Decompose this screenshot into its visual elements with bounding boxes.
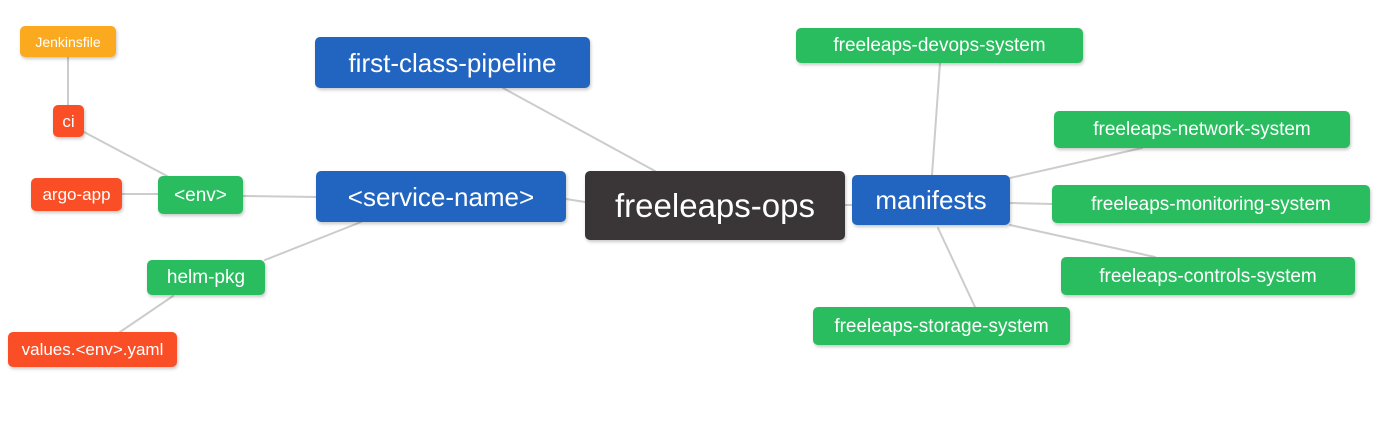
node-service-name[interactable]: <service-name> xyxy=(316,171,566,222)
node-env[interactable]: <env> xyxy=(158,176,243,214)
node-freeleaps-network-system[interactable]: freeleaps-network-system xyxy=(1054,111,1350,148)
node-jenkinsfile[interactable]: Jenkinsfile xyxy=(20,26,116,57)
edge-manifests-freeleaps-storage-system xyxy=(937,227,976,308)
edge-manifests-freeleaps-devops-system xyxy=(931,62,941,176)
node-label: freeleaps-monitoring-system xyxy=(1091,193,1331,215)
node-label: freeleaps-controls-system xyxy=(1099,265,1317,287)
edge-service-name-freeleaps-ops xyxy=(565,198,586,203)
node-freeleaps-ops[interactable]: freeleaps-ops xyxy=(585,171,845,240)
edge-values-env-yaml-helm-pkg xyxy=(119,295,174,333)
node-label: <env> xyxy=(174,184,227,206)
node-label: helm-pkg xyxy=(166,267,246,288)
node-label: argo-app xyxy=(42,185,111,204)
node-label: manifests xyxy=(875,185,987,215)
node-first-class-pipeline[interactable]: first-class-pipeline xyxy=(315,37,590,88)
node-label: values.<env>.yaml xyxy=(21,340,164,359)
node-argo-app[interactable]: argo-app xyxy=(31,178,122,211)
edge-env-service-name xyxy=(242,195,317,198)
edge-manifests-freeleaps-monitoring-system xyxy=(1009,202,1053,205)
node-freeleaps-storage-system[interactable]: freeleaps-storage-system xyxy=(813,307,1070,345)
node-freeleaps-controls-system[interactable]: freeleaps-controls-system xyxy=(1061,257,1355,295)
node-label: ci xyxy=(62,111,75,131)
edge-helm-pkg-service-name xyxy=(264,221,362,261)
node-helm-pkg[interactable]: helm-pkg xyxy=(147,260,265,295)
node-label: first-class-pipeline xyxy=(348,47,557,78)
node-values-env-yaml[interactable]: values.<env>.yaml xyxy=(8,332,177,367)
edge-manifests-freeleaps-network-system xyxy=(1009,147,1143,179)
node-ci[interactable]: ci xyxy=(53,105,84,137)
node-label: freeleaps-devops-system xyxy=(833,35,1046,56)
node-label: freeleaps-network-system xyxy=(1093,119,1311,140)
node-label: Jenkinsfile xyxy=(35,33,101,50)
node-manifests[interactable]: manifests xyxy=(852,175,1010,225)
node-label: freeleaps-ops xyxy=(615,187,815,224)
node-freeleaps-monitoring-system[interactable]: freeleaps-monitoring-system xyxy=(1052,185,1370,223)
node-label: freeleaps-storage-system xyxy=(834,315,1049,337)
node-label: <service-name> xyxy=(347,181,535,212)
node-freeleaps-devops-system[interactable]: freeleaps-devops-system xyxy=(796,28,1083,63)
edge-first-class-pipeline-freeleaps-ops xyxy=(502,87,656,172)
edge-ci-env xyxy=(83,131,168,177)
edge-manifests-freeleaps-controls-system xyxy=(1009,224,1156,258)
